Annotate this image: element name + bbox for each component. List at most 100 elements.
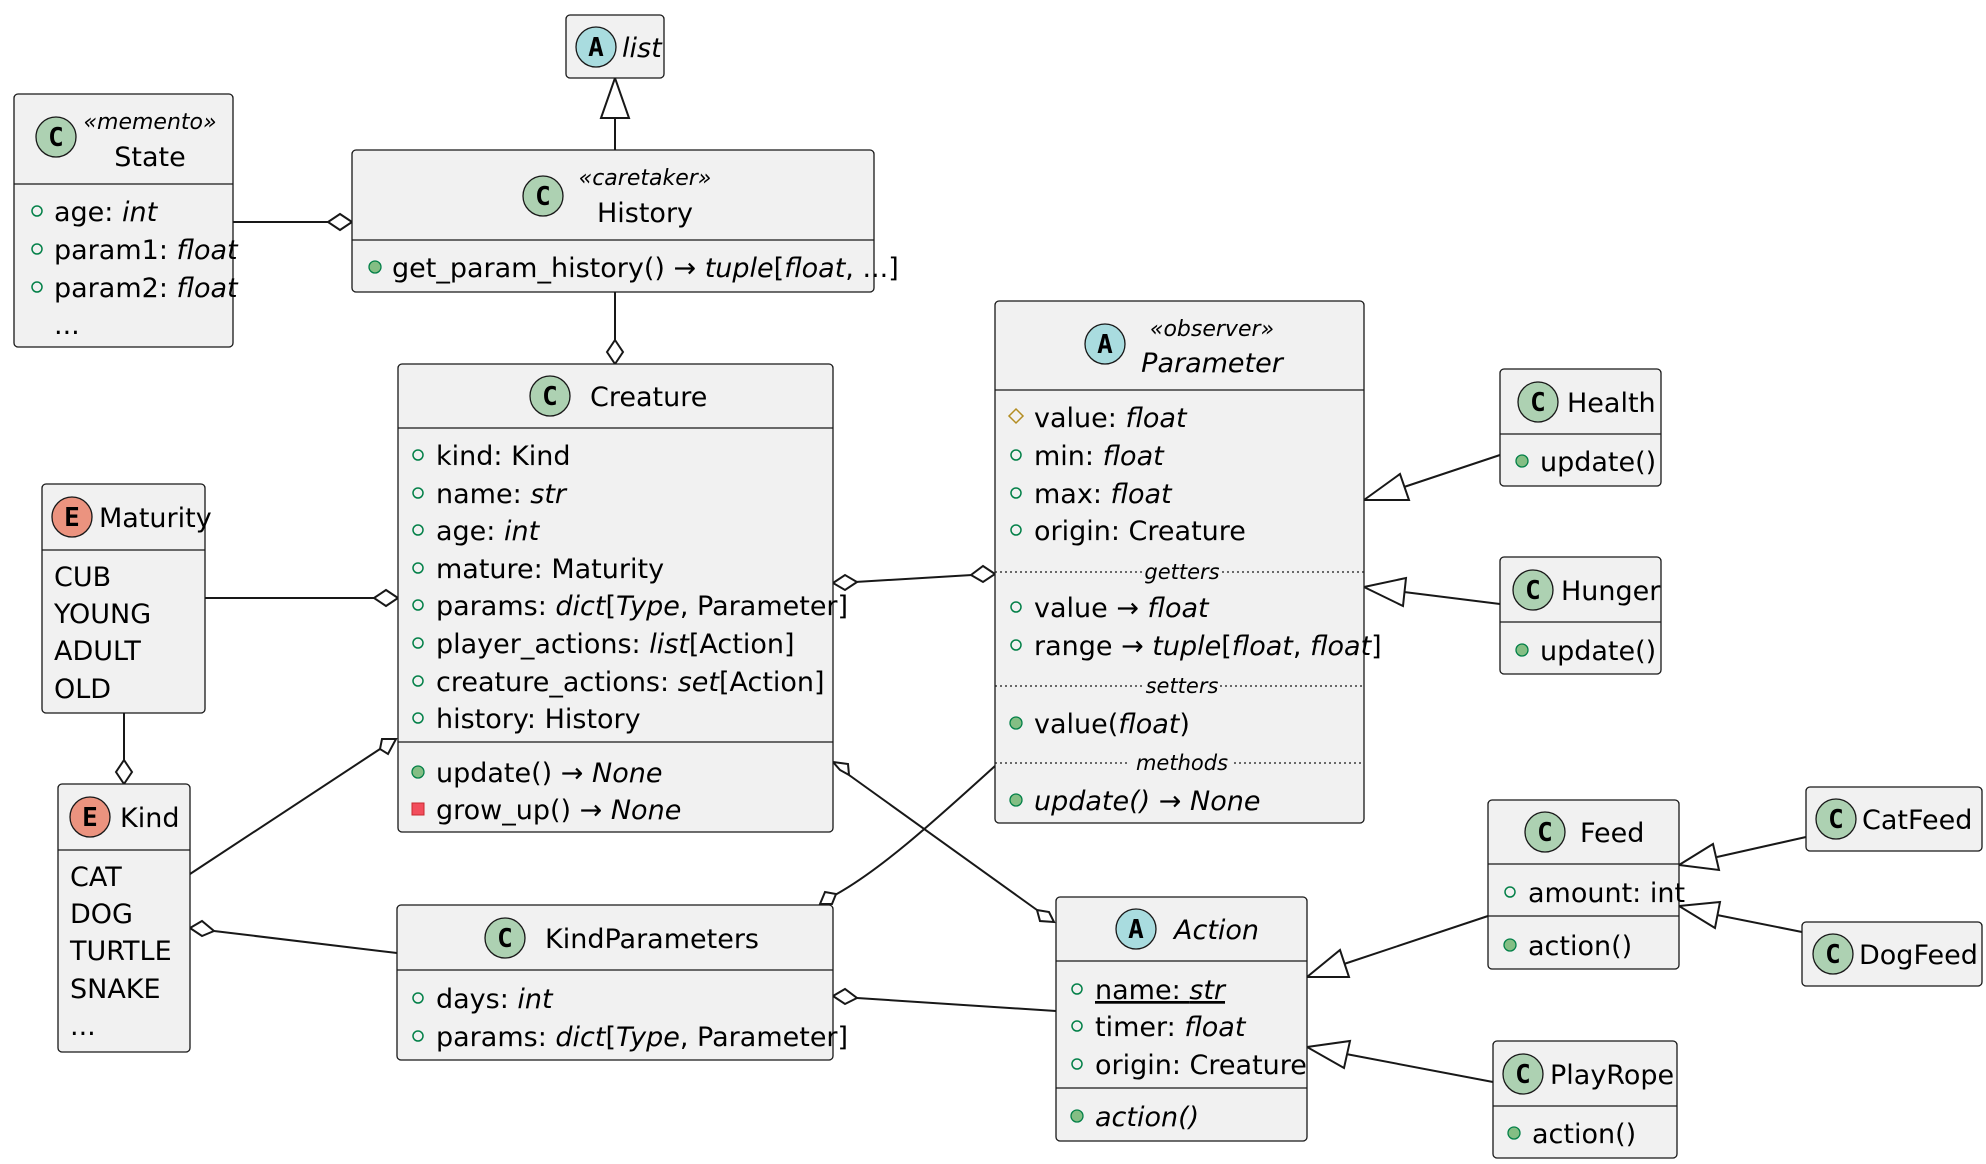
class-glyph: C — [1828, 805, 1844, 835]
inheritance-arrow-list — [599, 74, 631, 119]
method-update: update() — [1540, 636, 1656, 667]
field-name-static: name: str — [1095, 975, 1227, 1006]
protected-field-icon — [1007, 407, 1025, 425]
edge-creature-action — [848, 774, 1038, 911]
public-field-icon — [31, 243, 43, 255]
edge-kind-creature — [189, 748, 381, 875]
edge-creature-parameter — [854, 574, 973, 583]
public-field-icon — [1010, 487, 1022, 499]
edge-dogfeed-feed — [1716, 914, 1803, 933]
class-icon — [1815, 798, 1857, 840]
enum-name: Kind — [120, 803, 179, 834]
class-name: Hunger — [1561, 576, 1661, 607]
aggregation-diamond-creature-bottom-right — [830, 760, 851, 777]
public-method-icon — [1515, 454, 1529, 468]
enum-value: DOG — [70, 899, 133, 930]
field-max: max: float — [1034, 479, 1173, 510]
aggregation-diamond-creature-bottom-left — [378, 738, 398, 756]
public-field-icon — [412, 712, 424, 724]
separator-methods: methods — [1136, 751, 1228, 775]
class-glyph: C — [48, 123, 64, 153]
class-creature: C Creature kind: Kind name: str age: int… — [397, 363, 848, 833]
method-update: update() — [1540, 447, 1656, 478]
public-field-icon — [1504, 886, 1516, 898]
class-glyph: C — [542, 382, 558, 412]
class-name: Parameter — [1141, 348, 1285, 379]
class-icon — [1502, 1053, 1544, 1095]
edge-playrope-action — [1345, 1053, 1494, 1083]
public-field-icon — [1071, 983, 1083, 995]
field-amount: amount: int — [1528, 878, 1685, 909]
edge-kind-kindparameters — [213, 930, 398, 954]
edge-health-parameter — [1403, 454, 1501, 488]
field-min: min: float — [1034, 441, 1165, 472]
class-name: Health — [1567, 388, 1656, 419]
stereotype: «observer» — [1150, 317, 1274, 342]
aggregation-diamond-action-top — [1035, 908, 1056, 924]
public-field-icon — [412, 524, 424, 536]
public-method-icon — [1507, 1126, 1521, 1140]
enum-value: YOUNG — [53, 599, 151, 630]
class-glyph: C — [497, 924, 513, 954]
public-field-icon — [412, 487, 424, 499]
enum-glyph: E — [82, 803, 98, 833]
method-action: action() — [1528, 931, 1632, 962]
stereotype: «caretaker» — [579, 166, 712, 191]
field-params: params: dict[Type, Parameter] — [436, 591, 848, 622]
class-health: C Health update() — [1499, 368, 1662, 487]
public-method-icon — [1515, 643, 1529, 657]
inheritance-arrow-parameter-hunger — [1360, 576, 1408, 608]
abstract-class-icon — [1084, 323, 1126, 365]
enum-value: OLD — [54, 674, 111, 705]
edge-hunger-parameter — [1403, 591, 1501, 605]
field-origin: origin: Creature — [1034, 516, 1246, 547]
class-name: CatFeed — [1862, 805, 1972, 836]
aggregation-diamond-kind-top — [114, 758, 134, 786]
class-name: PlayRope — [1550, 1060, 1674, 1091]
method-grow-up: grow_up() → None — [436, 795, 681, 826]
field-timer: timer: float — [1095, 1012, 1247, 1043]
enum-value: CUB — [54, 562, 111, 593]
method-update: update() → None — [1034, 786, 1260, 817]
class-icon — [35, 116, 77, 158]
enum-value: TURTLE — [69, 936, 172, 967]
enum-maturity: E Maturity CUB YOUNG ADULT OLD — [41, 483, 212, 714]
class-dogfeed: C DogFeed — [1801, 921, 1983, 987]
class-action: A Action name: str timer: float origin: … — [1055, 896, 1308, 1142]
separator-setters: setters — [1146, 674, 1219, 698]
public-field-icon — [1010, 449, 1022, 461]
class-kindparameters: C KindParameters days: int params: dict[… — [396, 904, 848, 1061]
abstract-glyph: A — [588, 33, 604, 63]
public-field-icon — [1010, 524, 1022, 536]
class-state: C «memento» State age: int param1: float… — [13, 93, 239, 348]
class-name: Action — [1172, 915, 1259, 946]
aggregation-diamond-kind-right — [188, 919, 216, 938]
method-action: action() — [1095, 1102, 1199, 1133]
class-glyph: C — [1515, 1060, 1531, 1090]
enum-kind: E Kind CAT DOG TURTLE SNAKE ... — [57, 783, 191, 1053]
relationship-lines — [114, 74, 1807, 1083]
class-name: Creature — [590, 382, 707, 413]
enum-value: ADULT — [54, 636, 141, 667]
field-age: age: int — [54, 197, 159, 228]
public-field-icon — [412, 637, 424, 649]
public-method-icon — [1070, 1109, 1084, 1123]
class-glyph: C — [1530, 388, 1546, 418]
public-field-icon — [1071, 1020, 1083, 1032]
edge-parameter-kindparameters — [834, 765, 996, 896]
public-field-icon — [412, 992, 424, 1004]
abstract-glyph: A — [1097, 330, 1113, 360]
class-feed: C Feed amount: int action() — [1487, 799, 1685, 970]
field-ellipsis: ... — [54, 310, 80, 341]
field-creature-actions: creature_actions: set[Action] — [436, 667, 825, 698]
abstract-glyph: A — [1128, 915, 1144, 945]
class-playrope: C PlayRope action() — [1492, 1040, 1678, 1159]
aggregation-diamond-history — [326, 212, 354, 232]
class-glyph: C — [535, 182, 551, 212]
edge-kindparameters-action — [856, 997, 1057, 1012]
class-catfeed: C CatFeed — [1805, 786, 1983, 852]
edge-catfeed-feed — [1716, 836, 1807, 858]
field-kind: kind: Kind — [436, 441, 571, 472]
inheritance-arrow-action-playrope — [1303, 1039, 1352, 1070]
